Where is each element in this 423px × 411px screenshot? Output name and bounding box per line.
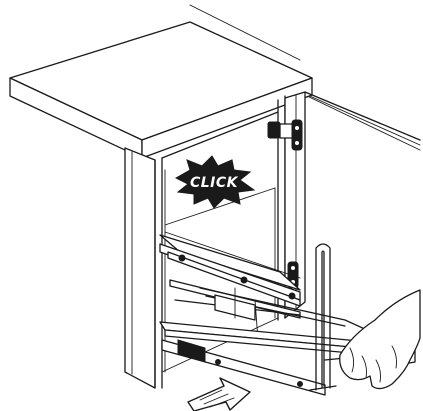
click-burst-icon: CLICK [174, 155, 256, 209]
countertop [9, 21, 313, 159]
vertical-rod [309, 243, 337, 391]
click-label: CLICK [190, 175, 239, 191]
push-arrow-icon [187, 377, 251, 411]
open-door [284, 91, 421, 319]
hinge-upper [267, 119, 303, 151]
hand-icon [339, 289, 421, 390]
left-slide-rail [159, 231, 301, 307]
